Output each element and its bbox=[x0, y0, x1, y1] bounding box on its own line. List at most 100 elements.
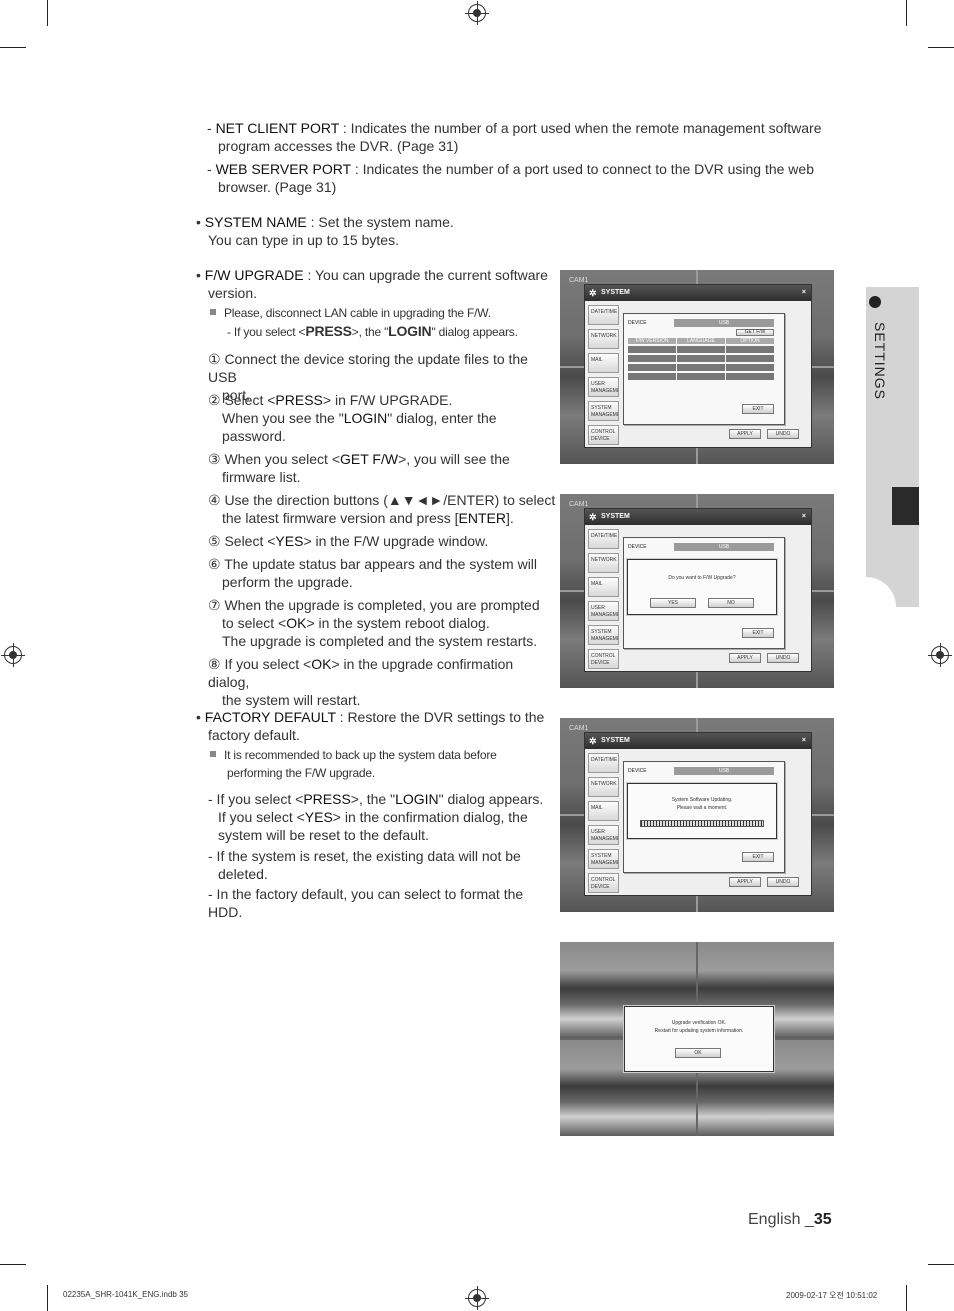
ok-button[interactable]: OK bbox=[675, 1048, 721, 1058]
bullet-icon bbox=[869, 296, 881, 308]
gear-icon: ✲ bbox=[589, 288, 597, 298]
exit-button[interactable]: EXIT bbox=[742, 852, 774, 862]
system-nav: DATE/TIME NETWORK MAIL USER MANAGEMENT S… bbox=[588, 305, 619, 449]
undo-button[interactable]: UNDO bbox=[767, 429, 799, 439]
device-select[interactable]: USB bbox=[674, 319, 774, 327]
nav-user-management[interactable]: USER MANAGEMENT bbox=[588, 825, 619, 845]
dvr-screen-verification: CAM1 CAM2 CAM3 Upgrade verification OK. … bbox=[560, 942, 834, 1136]
nav-network[interactable]: NETWORK bbox=[588, 777, 619, 797]
registration-mark-icon bbox=[928, 643, 952, 667]
device-label: DEVICE bbox=[628, 320, 647, 326]
close-icon[interactable]: × bbox=[801, 513, 806, 520]
window-title-bar: ✲SYSTEM× bbox=[585, 285, 811, 301]
undo-button[interactable]: UNDO bbox=[767, 877, 799, 887]
nav-network[interactable]: NETWORK bbox=[588, 553, 619, 573]
web-server-port-item: - WEB SERVER PORT : Indicates the number… bbox=[207, 161, 814, 195]
nav-system-management[interactable]: SYSTEM MANAGEMENT bbox=[588, 625, 619, 645]
nav-control-device[interactable]: CONTROL DEVICE bbox=[588, 425, 619, 445]
nav-network[interactable]: NETWORK bbox=[588, 329, 619, 349]
device-label: DEVICE bbox=[628, 544, 647, 550]
yes-button[interactable]: YES bbox=[650, 598, 696, 608]
exit-button[interactable]: EXIT bbox=[742, 404, 774, 414]
nav-date-time[interactable]: DATE/TIME bbox=[588, 305, 619, 325]
col-option: OPTION bbox=[726, 338, 774, 344]
crop-mark bbox=[47, 0, 48, 26]
note-square-icon bbox=[210, 751, 216, 757]
crop-mark bbox=[906, 1285, 907, 1311]
system-name-item: • SYSTEM NAME : Set the system name. You… bbox=[196, 214, 454, 248]
table-row[interactable] bbox=[628, 346, 774, 353]
exit-button[interactable]: EXIT bbox=[742, 628, 774, 638]
system-window: ✲SYSTEM× DATE/TIME NETWORK MAIL USER MAN… bbox=[584, 732, 812, 896]
registration-mark-icon bbox=[1, 643, 25, 667]
gear-icon: ✲ bbox=[589, 512, 597, 522]
system-window: ✲SYSTEM× DATE/TIME NETWORK MAIL USER MAN… bbox=[584, 508, 812, 672]
nav-mail[interactable]: MAIL bbox=[588, 577, 619, 597]
settings-side-tab bbox=[866, 287, 919, 607]
dialog-message: Do you want to F/W Upgrade? bbox=[668, 575, 736, 581]
no-button[interactable]: NO bbox=[708, 598, 754, 608]
fw-step-4: ④ Use the direction buttons (▲▼◄►/ENTER)… bbox=[208, 492, 556, 526]
term: WEB SERVER PORT bbox=[215, 161, 351, 177]
device-label: DEVICE bbox=[628, 768, 647, 774]
fw-upgrade-confirm-dialog: Do you want to F/W Upgrade? YES NO bbox=[627, 559, 777, 615]
nav-date-time[interactable]: DATE/TIME bbox=[588, 529, 619, 549]
factory-default-sub-3: - In the factory default, you can select… bbox=[208, 886, 524, 920]
term: NET CLIENT PORT bbox=[215, 120, 340, 136]
cam-label: CAM1 bbox=[569, 501, 589, 508]
crop-mark bbox=[928, 47, 954, 48]
dialog-message: Restart for updating system information. bbox=[654, 1028, 744, 1034]
gear-icon: ✲ bbox=[589, 736, 597, 746]
nav-system-management[interactable]: SYSTEM MANAGEMENT bbox=[588, 849, 619, 869]
apply-button[interactable]: APPLY bbox=[729, 429, 761, 439]
close-icon[interactable]: × bbox=[801, 737, 806, 744]
updating-dialog: System Software Updating. Please wait a … bbox=[627, 783, 777, 839]
cam-label: CAM1 bbox=[569, 725, 589, 732]
close-icon[interactable]: × bbox=[801, 289, 806, 296]
crop-mark bbox=[47, 1285, 48, 1311]
nav-system-management[interactable]: SYSTEM MANAGEMENT bbox=[588, 401, 619, 421]
apply-button[interactable]: APPLY bbox=[729, 877, 761, 887]
factory-default-item: • FACTORY DEFAULT : Restore the DVR sett… bbox=[196, 709, 545, 743]
table-row[interactable] bbox=[628, 364, 774, 371]
table-row[interactable] bbox=[628, 373, 774, 380]
system-nav: DATE/TIME NETWORK MAIL USER MANAGEMENT S… bbox=[588, 529, 619, 673]
window-title-bar: ✲SYSTEM× bbox=[585, 509, 811, 525]
nav-control-device[interactable]: CONTROL DEVICE bbox=[588, 873, 619, 893]
factory-default-sub-2: - If the system is reset, the existing d… bbox=[208, 848, 521, 882]
dvr-screen-confirm: CAM1 ✲SYSTEM× DATE/TIME NETWORK MAIL USE… bbox=[560, 494, 834, 688]
dialog-message: Please wait a moment. bbox=[676, 805, 728, 811]
nav-mail[interactable]: MAIL bbox=[588, 353, 619, 373]
fw-step-2: ② Select <PRESS> in F/W UPGRADE. When yo… bbox=[208, 392, 497, 444]
get-fw-button[interactable]: GET F/W bbox=[736, 329, 774, 336]
device-select[interactable]: USB bbox=[674, 543, 774, 551]
table-row[interactable] bbox=[628, 355, 774, 362]
dialog-message: System Software Updating. bbox=[671, 797, 733, 803]
system-nav: DATE/TIME NETWORK MAIL USER MANAGEMENT S… bbox=[588, 753, 619, 897]
nav-user-management[interactable]: USER MANAGEMENT bbox=[588, 601, 619, 621]
nav-mail[interactable]: MAIL bbox=[588, 801, 619, 821]
verification-dialog: Upgrade verification OK. Restart for upd… bbox=[624, 1006, 774, 1072]
window-title-bar: ✲SYSTEM× bbox=[585, 733, 811, 749]
fw-step-5: ⑤ Select <YES> in the F/W upgrade window… bbox=[208, 533, 489, 549]
fw-step-7: ⑦ When the upgrade is completed, you are… bbox=[208, 597, 540, 649]
nav-user-management[interactable]: USER MANAGEMENT bbox=[588, 377, 619, 397]
nav-date-time[interactable]: DATE/TIME bbox=[588, 753, 619, 773]
col-fw-version: F/W VERSION bbox=[628, 338, 676, 344]
update-progress-bar bbox=[640, 820, 764, 827]
dvr-screen-updating: CAM1 ✲SYSTEM× DATE/TIME NETWORK MAIL USE… bbox=[560, 718, 834, 912]
apply-button[interactable]: APPLY bbox=[729, 653, 761, 663]
crop-mark bbox=[0, 47, 26, 48]
footer-timestamp: 2009-02-17 오전 10:51:02 bbox=[786, 1291, 878, 1300]
note-square-icon bbox=[210, 309, 216, 315]
device-select[interactable]: USB bbox=[674, 767, 774, 775]
system-window: ✲SYSTEM× DATE/TIME NETWORK MAIL USER MAN… bbox=[584, 284, 812, 448]
nav-control-device[interactable]: CONTROL DEVICE bbox=[588, 649, 619, 669]
undo-button[interactable]: UNDO bbox=[767, 653, 799, 663]
registration-mark-icon bbox=[465, 1286, 489, 1310]
fw-upgrade-item: • F/W UPGRADE : You can upgrade the curr… bbox=[196, 267, 548, 301]
dialog-message: Upgrade verification OK. bbox=[671, 1020, 727, 1026]
page-number: English _35 bbox=[748, 1211, 832, 1228]
fw-step-8: ⑧ If you select <OK> in the upgrade conf… bbox=[208, 656, 514, 708]
col-language: LANGUAGE bbox=[677, 338, 725, 344]
